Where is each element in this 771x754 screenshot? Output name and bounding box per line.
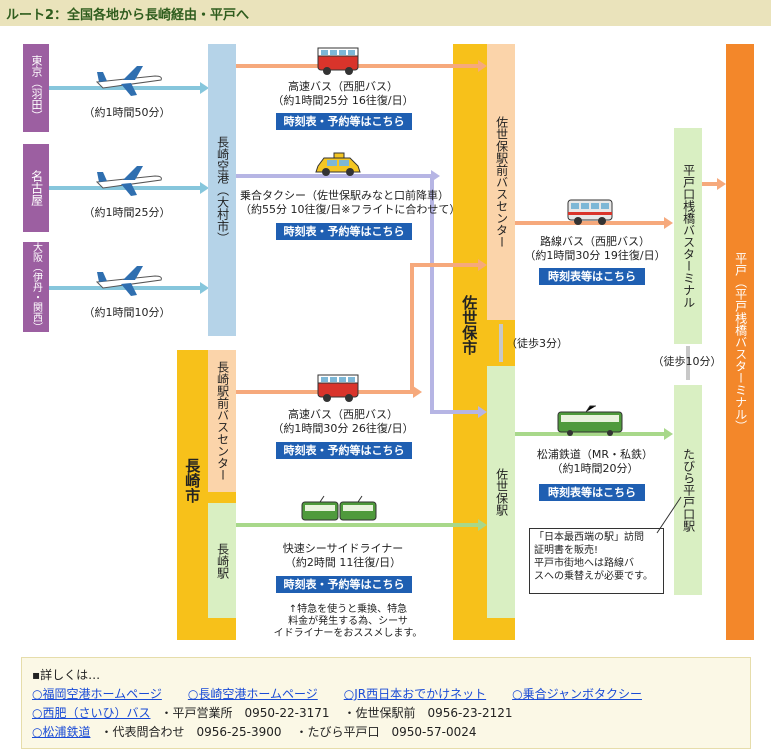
seaside-liner-line2: （約2時間 11往復/日） [284, 556, 402, 569]
hirado-bus-terminal: 平戸口桟橋バスターミナル [674, 128, 702, 344]
tabira-station: たびら平戸口駅 [674, 385, 702, 595]
walk-sasebo-label: （徒歩3分） [506, 337, 568, 350]
local-bus-line2: （約1時間30分 19往復/日） [524, 249, 666, 262]
liner-note-line1: ↑特急を使うと乗換、特急 [288, 604, 408, 615]
airport-bus-timetable-button[interactable]: 時刻表・予約等はこちら [276, 113, 412, 130]
matsuura-tabira-contact: ・たびら平戸口 0950-57-0024 [295, 725, 477, 739]
flight-duration-tokyo: （約1時間50分） [83, 106, 171, 119]
seaside-liner-arrow [236, 519, 487, 531]
matsuura-line2: （約1時間20分） [551, 462, 639, 475]
local-bus-timetable-button[interactable]: 時刻表等はこちら [539, 268, 645, 285]
cert-note-line2: 証明書を販売! [534, 545, 599, 556]
walk-connector-sasebo [499, 324, 503, 362]
taxi-line1: 乗合タクシー（佐世保駅みなと口前降車） [240, 189, 449, 202]
origin-tokyo: 東京（羽田） [23, 44, 49, 132]
saihi-hirado-office: ・平戸営業所 0950-22-3171 [160, 706, 330, 720]
nagasaki-airport-link[interactable]: ○長崎空港ホームページ [187, 687, 318, 701]
certificate-note: 「日本最西端の駅」訪問 証明書を販売! 平戸市街地へは路線バ スへの乗替えが必要… [529, 528, 664, 594]
route-header: ルート2：全国各地から長崎経由・平戸へ [0, 0, 771, 26]
sasebo-station: 佐世保駅 [487, 366, 515, 618]
saihi-sasebo-office: ・佐世保駅前 0956-23-2121 [343, 706, 513, 720]
city-bus-arrow-top [410, 259, 487, 271]
airport-bus-line2: （約1時間25分 16往復/日） [272, 94, 414, 107]
city-bus-timetable-button[interactable]: 時刻表・予約等はこちら [276, 442, 412, 459]
cert-note-line4: スへの乗替えが必要です。 [534, 571, 653, 582]
taxi-arrow-vertical [430, 174, 434, 414]
city-bus-line2: （約1時間30分 26往復/日） [272, 422, 414, 435]
terminal-to-hirado-arrow [702, 178, 726, 190]
matsuura-line1: 松浦鉄道（MR・私鉄） [536, 448, 654, 461]
jumbo-taxi-link[interactable]: ○乗合ジャンボタクシー [512, 687, 642, 701]
train-icon [301, 495, 377, 521]
train-icon [557, 405, 623, 436]
matsuura-main-contact: ・代表問合わせ 0956-25-3900 [100, 725, 282, 739]
hirado-destination: 平戸（平戸桟橋バスターミナル） [726, 44, 754, 640]
airplane-icon [95, 266, 162, 296]
sasebo-city-label: 佐世保市 [460, 295, 479, 355]
liner-note-line3: イドライナーをおススメします。 [273, 628, 423, 639]
footer-saihi-row: ○西肥（さいひ）バス・平戸営業所 0950-22-3171 ・佐世保駅前 0956… [32, 705, 513, 721]
taxi-line2: （約55分 10往復/日※フライトに合わせて） [240, 203, 461, 216]
jr-west-link[interactable]: ○JR西日本おでかけネット [343, 687, 487, 701]
nagasaki-city-label: 長崎市 [183, 457, 202, 503]
city-bus-arrow-vertical [410, 263, 414, 394]
airport-bus-line1: 高速バス（西肥バス） [288, 80, 398, 93]
matsuura-timetable-button[interactable]: 時刻表等はこちら [539, 484, 645, 501]
taxi-timetable-button[interactable]: 時刻表・予約等はこちら [276, 223, 412, 240]
cert-note-line1: 「日本最西端の駅」訪問 [534, 532, 644, 543]
nagasaki-airport: 長崎空港（大村市） [208, 44, 236, 336]
info-footer: ▪詳しくは… ○福岡空港ホームページ ○長崎空港ホームページ ○JR西日本おでかけネ… [21, 657, 751, 749]
seaside-liner-line1: 快速シーサイドライナー [282, 542, 404, 555]
local-bus-line1: 路線バス（西肥バス） [540, 235, 650, 248]
origin-osaka: 大阪（伊丹・関西） [23, 242, 49, 332]
origin-nagoya: 名古屋 [23, 144, 49, 232]
taxi-arrow-bottom [430, 406, 487, 418]
bus-icon [317, 47, 359, 75]
seaside-liner-timetable-button[interactable]: 時刻表・予約等はこちら [276, 576, 412, 593]
taxi-icon [315, 152, 361, 176]
liner-note-line2: 料金が発生する為、シーサ [288, 616, 408, 627]
bus-icon [317, 374, 359, 402]
airplane-icon [95, 166, 162, 196]
saihi-bus-link[interactable]: ○西肥（さいひ）バス [32, 706, 151, 720]
walk-tabira-label: （徒歩10分） [652, 355, 722, 368]
flight-duration-osaka: （約1時間10分） [83, 306, 171, 319]
taxi-arrow-top [236, 170, 440, 182]
fukuoka-airport-link[interactable]: ○福岡空港ホームページ [32, 687, 162, 701]
footer-intro: ▪詳しくは… [32, 668, 101, 682]
note-pointer [656, 496, 682, 534]
local-bus-arrow [515, 217, 673, 229]
airplane-icon [95, 66, 162, 96]
footer-matsuura-row: ○松浦鉄道・代表問合わせ 0956-25-3900 ・たびら平戸口 0950-57… [32, 724, 477, 740]
bus-icon [567, 199, 613, 225]
route-title: ルート2：全国各地から長崎経由・平戸へ [6, 8, 250, 23]
city-bus-line1: 高速バス（西肥バス） [288, 408, 398, 421]
sasebo-bus-center: 佐世保駅前バスセンター [487, 44, 515, 320]
nagasaki-bus-center: 長崎駅前バスセンター [208, 350, 236, 492]
walk-connector-tabira [686, 346, 690, 380]
cert-note-line3: 平戸市街地へは路線バ [534, 558, 634, 569]
footer-links-row1: ○福岡空港ホームページ ○長崎空港ホームページ ○JR西日本おでかけネット ○乗合ジャ… [32, 686, 642, 702]
matsuura-rail-link[interactable]: ○松浦鉄道 [32, 725, 91, 739]
flight-duration-nagoya: （約1時間25分） [83, 206, 171, 219]
matsuura-rail-arrow [515, 428, 673, 440]
nagasaki-station: 長崎駅 [208, 503, 236, 618]
